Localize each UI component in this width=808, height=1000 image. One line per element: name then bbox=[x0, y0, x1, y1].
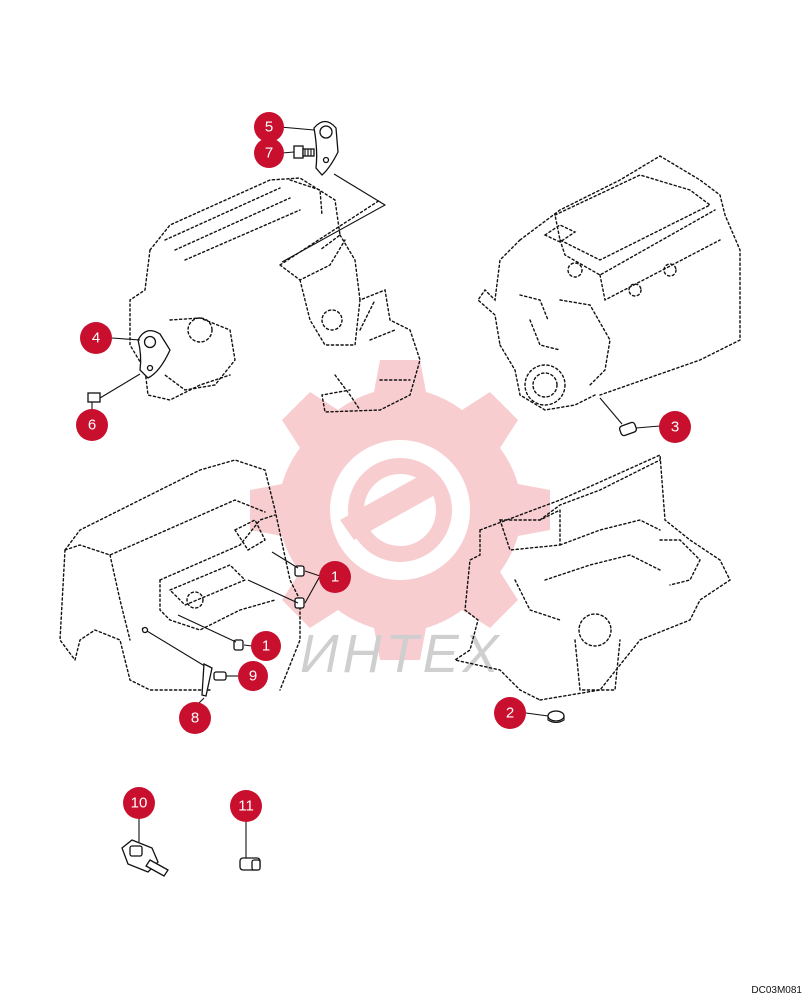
callout-1-lower: 1 bbox=[251, 631, 281, 661]
leader-3-engine bbox=[599, 397, 623, 425]
callout-2: 2 bbox=[494, 697, 526, 729]
callout-5: 5 bbox=[254, 112, 284, 142]
callout-4: 4 bbox=[80, 322, 112, 354]
svg-text:11: 11 bbox=[238, 798, 254, 815]
svg-text:10: 10 bbox=[131, 795, 148, 812]
plug-2 bbox=[547, 710, 565, 724]
bolt-9 bbox=[213, 671, 227, 681]
leader-3 bbox=[635, 425, 661, 429]
engine-bottom-right bbox=[453, 453, 731, 701]
watermark-gear-icon bbox=[250, 360, 550, 660]
plug-1-lower bbox=[177, 614, 244, 651]
callout-6: 6 bbox=[76, 409, 108, 441]
leader-5 bbox=[279, 126, 315, 131]
plug-11 bbox=[239, 857, 261, 871]
lifting-hanger-rear bbox=[313, 120, 339, 176]
drawing-code: DC03M081 bbox=[751, 985, 802, 996]
svg-text:3: 3 bbox=[671, 419, 679, 436]
leader-2 bbox=[525, 712, 549, 717]
engine-bottom-left bbox=[59, 459, 301, 691]
svg-text:4: 4 bbox=[92, 330, 100, 347]
callout-8: 8 bbox=[179, 702, 211, 734]
leader-1b bbox=[243, 644, 253, 647]
engine-top-left bbox=[129, 177, 421, 413]
bolt-7 bbox=[293, 145, 315, 159]
callout-1-upper: 1 bbox=[319, 561, 351, 593]
svg-text:2: 2 bbox=[506, 705, 514, 722]
svg-text:5: 5 bbox=[265, 119, 273, 136]
svg-text:7: 7 bbox=[265, 145, 273, 162]
callout-11: 11 bbox=[230, 790, 262, 822]
leader-hanger-mount bbox=[281, 173, 387, 263]
svg-text:8: 8 bbox=[191, 710, 199, 727]
svg-text:6: 6 bbox=[88, 417, 96, 434]
sensor-10 bbox=[121, 839, 169, 877]
callout-7: 7 bbox=[254, 138, 284, 168]
plug-1-upper bbox=[247, 551, 305, 609]
callout-10: 10 bbox=[123, 787, 155, 819]
dipstick-8 bbox=[141, 626, 213, 697]
svg-text:9: 9 bbox=[249, 668, 257, 685]
engine-top-right bbox=[477, 155, 741, 411]
leader-4 bbox=[111, 337, 141, 341]
plug-3 bbox=[618, 421, 638, 437]
leader-7 bbox=[281, 151, 295, 154]
lifting-hanger-front bbox=[137, 329, 171, 379]
svg-text:1: 1 bbox=[262, 638, 270, 655]
bolt-6 bbox=[87, 373, 141, 403]
svg-text:1: 1 bbox=[331, 569, 339, 586]
watermark-text: ИНТЕХ bbox=[300, 624, 503, 684]
callout-9: 9 bbox=[238, 661, 268, 691]
callout-3: 3 bbox=[659, 411, 691, 443]
